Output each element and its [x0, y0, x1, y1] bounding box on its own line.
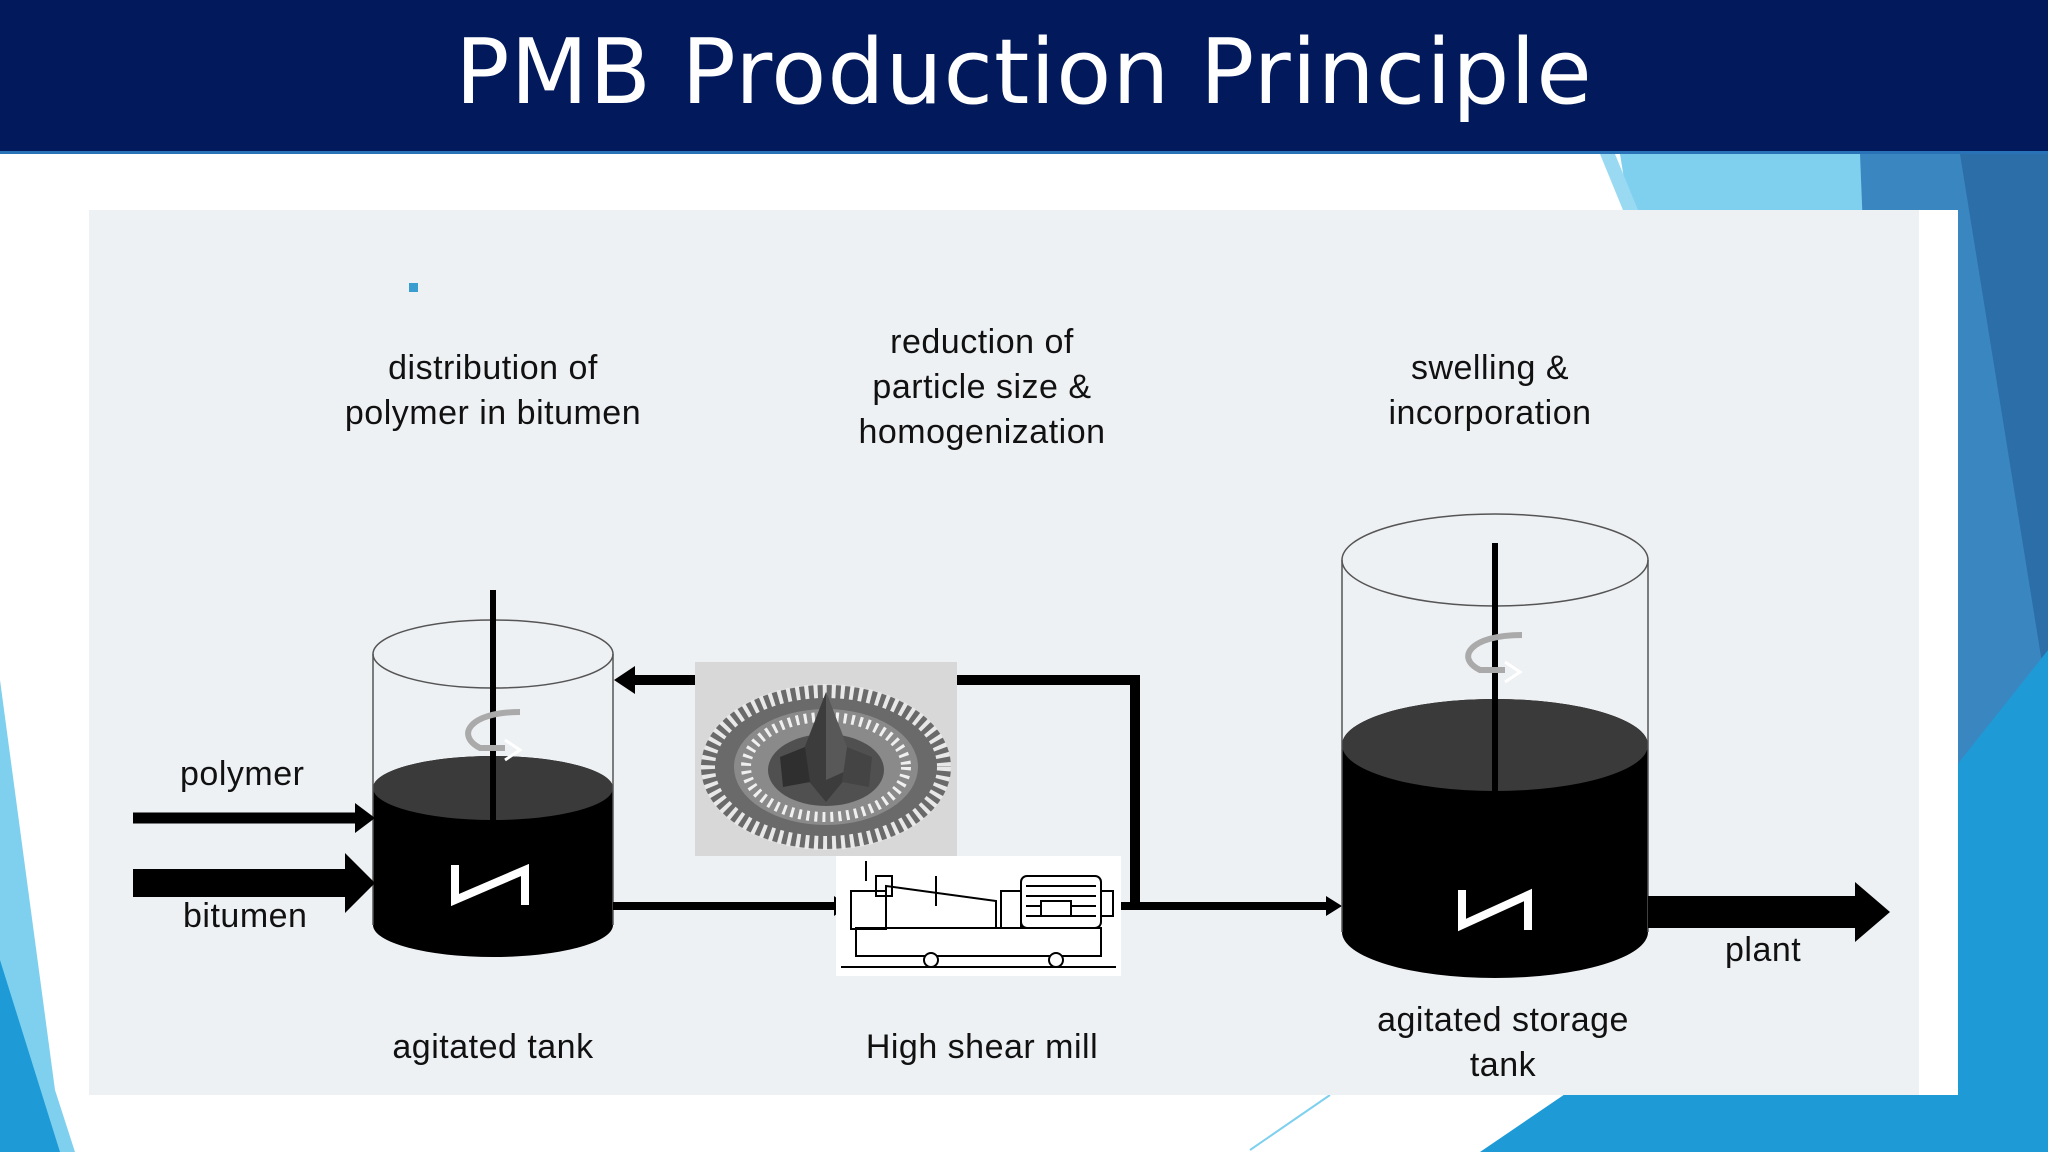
- storage-tank-rotation-icon: [1465, 632, 1523, 673]
- stage-reduction-label: reduction of particle size & homogenizat…: [832, 320, 1132, 455]
- rotor-stator-image: [695, 662, 957, 856]
- storage-tank-label-line-1: agitated storage: [1377, 1001, 1629, 1039]
- rotor-stator-photo: [695, 662, 957, 856]
- agitated-tank-rotation-icon: [465, 709, 521, 751]
- stage-distribution-label: distribution of polymer in bitumen: [333, 346, 653, 436]
- page-title: PMB Production Principle: [455, 20, 1593, 125]
- plant-arrow-line: [1648, 896, 1858, 928]
- bitumen-arrow-head: [345, 853, 375, 913]
- stage-swelling-line-1: swelling &: [1410, 349, 1570, 387]
- storage-tank-label-line-2: tank: [1469, 1046, 1537, 1084]
- high-shear-mill-label: High shear mill: [865, 1028, 1099, 1066]
- storage-tank-rotation-arrow: [1504, 660, 1523, 684]
- deco-thin-line: [1249, 1094, 1331, 1151]
- bitumen-label: bitumen: [183, 897, 308, 935]
- agitated-tank-shape: [372, 590, 614, 957]
- stage-distribution-line-2: polymer in bitumen: [344, 394, 642, 432]
- agitated-tank-label: agitated tank: [392, 1028, 594, 1066]
- mill-machine-image: [841, 861, 1116, 968]
- deco-left-bright: [0, 960, 60, 1152]
- stage-swelling-line-2: incorporation: [1388, 394, 1592, 432]
- plant-label: plant: [1725, 931, 1802, 969]
- stage-reduction-line-1: reduction of: [890, 323, 1074, 361]
- agitated-tank-impeller: [451, 863, 529, 907]
- deco-right-dark: [1960, 154, 2048, 700]
- plant-arrow-head: [1855, 882, 1890, 942]
- stage-reduction-line-3: homogenization: [858, 413, 1106, 451]
- polymer-arrow-head: [355, 803, 375, 833]
- agitated-tank-rotation-arrow: [504, 738, 523, 762]
- storage-tank-shape: [1341, 513, 1649, 978]
- polymer-label: polymer: [180, 755, 305, 793]
- recirculation-pipe: [956, 675, 1140, 906]
- high-shear-mill-drawing: [836, 856, 1121, 976]
- storage-tank-label: agitated storage tank: [1353, 998, 1653, 1088]
- stage-distribution-line-1: distribution of: [388, 349, 598, 387]
- stage-reduction-line-2: particle size &: [872, 368, 1092, 406]
- bullet-marker: [409, 283, 418, 292]
- storage-tank-impeller: [1458, 888, 1532, 932]
- title-bar: PMB Production Principle: [0, 0, 2048, 154]
- deco-right-thin: [1600, 154, 1640, 215]
- stage-swelling-label: swelling & incorporation: [1360, 346, 1620, 436]
- recirculation-arrow-head: [614, 666, 635, 694]
- mill-to-storage-arrow-head: [1326, 896, 1342, 916]
